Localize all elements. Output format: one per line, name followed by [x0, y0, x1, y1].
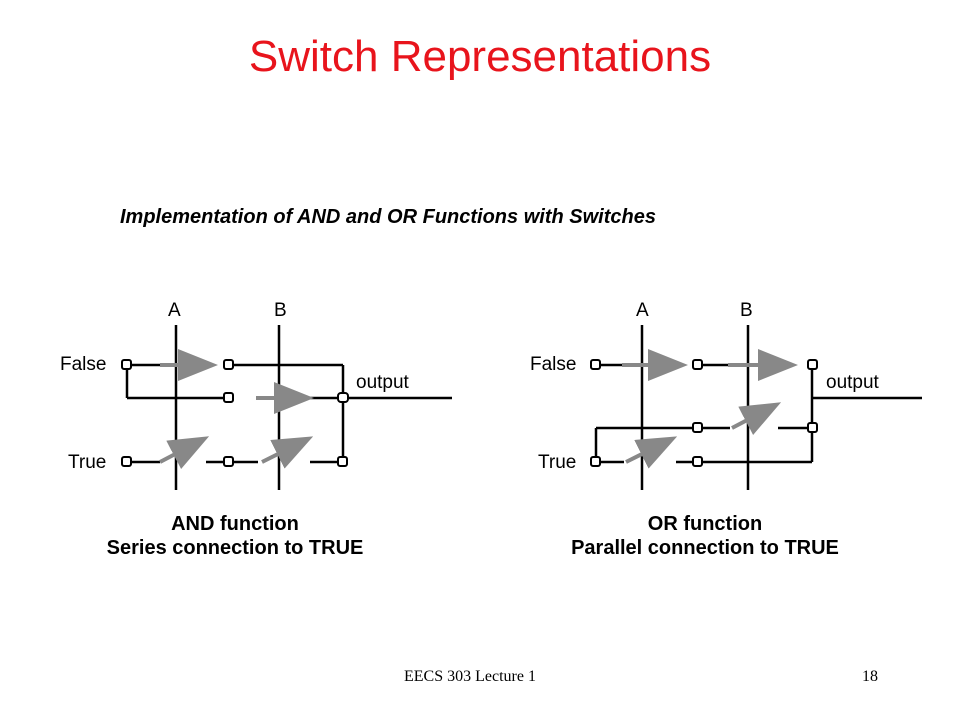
and-switch-b-true	[261, 436, 314, 469]
or-switch-b-true	[731, 402, 782, 436]
and-switch-a-true	[159, 436, 210, 470]
and-label-output: output	[356, 372, 410, 393]
or-circuit-diagram: A B False True output	[530, 300, 922, 490]
or-label-output: output	[826, 372, 880, 393]
and-caption: AND function Series connection to TRUE	[40, 512, 430, 560]
or-terminal-true	[590, 456, 601, 467]
and-caption-description: Series connection to TRUE	[106, 537, 364, 559]
or-terminal-output	[807, 359, 818, 370]
or-caption-description: Parallel connection to TRUE	[571, 537, 839, 559]
or-label-b: B	[740, 300, 753, 321]
or-label-true: True	[538, 452, 576, 473]
and-terminal-false	[121, 359, 132, 370]
and-caption-title: AND function	[171, 513, 299, 535]
slide-title: Switch Representations	[248, 32, 712, 81]
or-label-a: A	[636, 300, 649, 321]
or-switch-a-true	[625, 436, 678, 469]
and-terminal-true	[121, 456, 132, 467]
and-label-false: False	[60, 354, 106, 375]
and-terminal-output	[337, 392, 349, 403]
or-label-false: False	[530, 354, 576, 375]
slide-subtitle: Implementation of AND and OR Functions w…	[120, 206, 656, 228]
footer-course: EECS 303 Lecture 1	[404, 668, 536, 685]
and-label-a: A	[168, 300, 181, 321]
footer-page-number: 18	[862, 668, 878, 685]
or-caption-title: OR function	[647, 513, 763, 535]
and-label-b: B	[274, 300, 287, 321]
or-caption: OR function Parallel connection to TRUE	[505, 512, 905, 560]
and-circuit-diagram: A B False True output	[60, 300, 452, 490]
and-label-true: True	[68, 452, 106, 473]
or-terminal-false	[590, 359, 601, 370]
